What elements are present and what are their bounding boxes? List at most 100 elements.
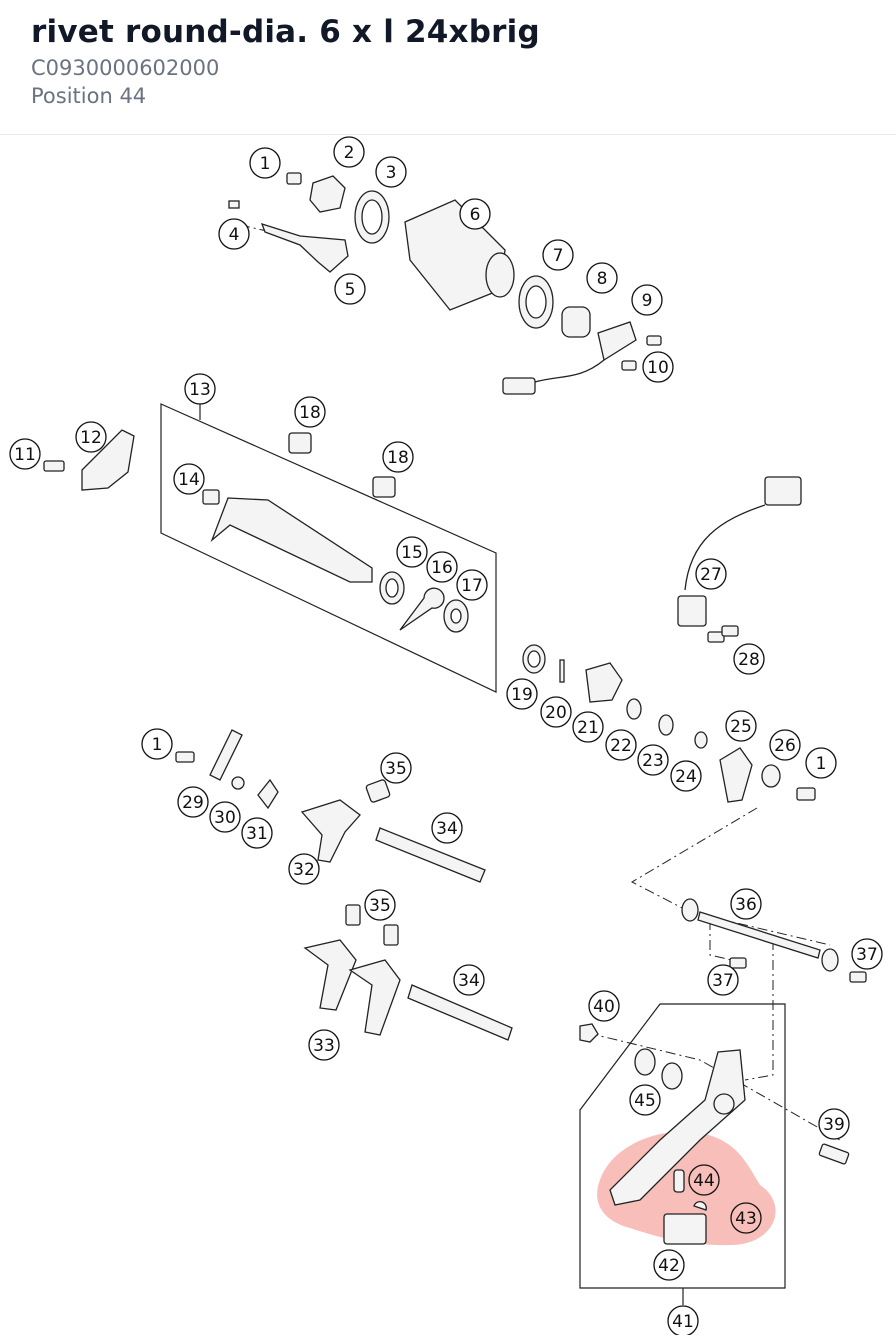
callout-45[interactable]: 45 <box>629 1084 661 1116</box>
part-gear-sensor <box>597 321 637 362</box>
callout-circle <box>586 262 618 294</box>
callout-16[interactable]: 16 <box>426 551 458 583</box>
callout-42[interactable]: 42 <box>653 1249 685 1281</box>
callout-circle <box>209 801 241 833</box>
callout-circle <box>769 729 801 761</box>
callout-31[interactable]: 31 <box>241 817 273 849</box>
callout-1[interactable]: 1 <box>249 147 281 179</box>
callout-circle <box>733 643 765 675</box>
callout-21[interactable]: 21 <box>572 711 604 743</box>
callout-1[interactable]: 1 <box>141 728 173 760</box>
callout-circle <box>453 964 485 996</box>
callout-35[interactable]: 35 <box>380 752 412 784</box>
callout-44[interactable]: 44 <box>688 1164 720 1196</box>
part-bushing <box>681 898 699 922</box>
callout-7[interactable]: 7 <box>542 239 574 271</box>
callout-25[interactable]: 25 <box>725 710 757 742</box>
part-bearing <box>761 764 781 788</box>
callout-circle <box>308 1029 340 1061</box>
callout-circle <box>294 396 326 428</box>
callout-label: 27 <box>700 565 722 585</box>
part-rivet <box>673 1169 685 1193</box>
callout-label: 31 <box>246 824 268 844</box>
callout-circle <box>818 1108 850 1140</box>
callout-circle <box>725 710 757 742</box>
callout-9[interactable]: 9 <box>631 284 663 316</box>
callout-27[interactable]: 27 <box>695 558 727 590</box>
callout-circle <box>177 786 209 818</box>
callout-40[interactable]: 40 <box>588 990 620 1022</box>
callout-24[interactable]: 24 <box>670 760 702 792</box>
callout-30[interactable]: 30 <box>209 801 241 833</box>
callout-26[interactable]: 26 <box>769 729 801 761</box>
callout-circle <box>695 558 727 590</box>
callout-15[interactable]: 15 <box>396 536 428 568</box>
callout-34[interactable]: 34 <box>431 812 463 844</box>
callout-circle <box>426 551 458 583</box>
callout-36[interactable]: 36 <box>730 888 762 920</box>
callout-circle <box>605 729 637 761</box>
callout-13[interactable]: 13 <box>184 373 216 405</box>
callout-39[interactable]: 39 <box>818 1108 850 1140</box>
callout-circle <box>642 351 674 383</box>
callout-label: 13 <box>189 380 211 400</box>
callout-22[interactable]: 22 <box>605 729 637 761</box>
callout-circle <box>184 373 216 405</box>
callout-35[interactable]: 35 <box>364 889 396 921</box>
callout-37[interactable]: 37 <box>851 938 883 970</box>
part-shift-rod <box>697 911 821 959</box>
part-shift-lever <box>719 747 753 803</box>
part-fork-rail <box>375 827 486 883</box>
part-housing <box>585 662 623 703</box>
part-shift-shaft <box>210 497 373 583</box>
callout-circle <box>382 441 414 473</box>
callout-32[interactable]: 32 <box>288 853 320 885</box>
part-bolt <box>286 172 302 185</box>
callout-23[interactable]: 23 <box>637 744 669 776</box>
callout-circle <box>506 678 538 710</box>
callout-10[interactable]: 10 <box>642 351 674 383</box>
part-sensor-cap <box>561 306 591 338</box>
callout-circle <box>9 438 41 470</box>
callout-1[interactable]: 1 <box>805 747 837 779</box>
callout-circle <box>288 853 320 885</box>
callout-41[interactable]: 41 <box>667 1305 699 1337</box>
callout-12[interactable]: 12 <box>75 421 107 453</box>
callout-label: 25 <box>730 717 752 737</box>
part-shift-fork <box>348 959 401 1036</box>
callout-label: 17 <box>461 576 483 596</box>
callout-37[interactable]: 37 <box>707 964 739 996</box>
callout-19[interactable]: 19 <box>506 678 538 710</box>
part-title: rivet round-dia. 6 x l 24xbrig <box>31 14 540 50</box>
callout-label: 20 <box>545 703 567 723</box>
callout-29[interactable]: 29 <box>177 786 209 818</box>
part-lever-arm <box>209 729 243 781</box>
callout-3[interactable]: 3 <box>375 156 407 188</box>
callout-8[interactable]: 8 <box>586 262 618 294</box>
part-fork-rail <box>407 984 513 1041</box>
callout-5[interactable]: 5 <box>334 273 366 305</box>
callout-6[interactable]: 6 <box>459 198 491 230</box>
callout-14[interactable]: 14 <box>173 463 205 495</box>
callout-label: 9 <box>642 291 653 311</box>
callout-4[interactable]: 4 <box>218 218 250 250</box>
callout-18[interactable]: 18 <box>294 396 326 428</box>
callout-label: 34 <box>458 971 480 991</box>
callout-18[interactable]: 18 <box>382 441 414 473</box>
callout-circle <box>431 812 463 844</box>
part-ring <box>694 731 708 749</box>
callout-label: 42 <box>658 1256 680 1276</box>
callout-20[interactable]: 20 <box>540 696 572 728</box>
callout-label: 23 <box>642 751 664 771</box>
callout-11[interactable]: 11 <box>9 438 41 470</box>
callout-2[interactable]: 2 <box>333 136 365 168</box>
callout-33[interactable]: 33 <box>308 1029 340 1061</box>
callout-28[interactable]: 28 <box>733 643 765 675</box>
callout-circle <box>851 938 883 970</box>
callout-circle <box>334 273 366 305</box>
group-frames <box>160 403 786 1305</box>
callout-label: 24 <box>675 767 697 787</box>
callout-34[interactable]: 34 <box>453 964 485 996</box>
callout-43[interactable]: 43 <box>730 1202 762 1234</box>
callout-17[interactable]: 17 <box>456 569 488 601</box>
